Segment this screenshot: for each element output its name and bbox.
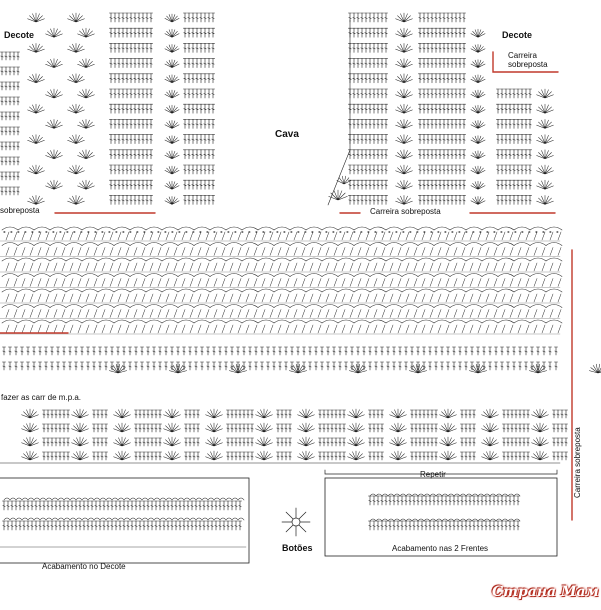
label-repetir: Repetir	[420, 470, 446, 479]
label-carreira-sobreposta-vertical: Carreira sobreposta	[573, 427, 582, 498]
label-fazer-carr: fazer as carr de m.p.a.	[1, 393, 82, 402]
label-cava: Cava	[275, 129, 299, 140]
button-motif	[291, 517, 301, 527]
label-decote-left: Decote	[4, 30, 35, 40]
label-decote-right: Decote	[502, 30, 533, 40]
watermark-logo: Страна Мам	[492, 584, 599, 600]
label-carreira-sobreposta-small: Carreira sobreposta	[508, 51, 548, 69]
label-carreira-sobreposta-mid: Carreira sobreposta	[370, 207, 441, 216]
label-botoes: Botões	[282, 543, 313, 553]
acabamento-frentes-box	[324, 477, 558, 557]
acabamento-decote-box	[0, 477, 250, 564]
label-acabamento-frentes: Acabamento nas 2 Frentes	[392, 544, 489, 553]
label-sobreposta-left: sobreposta	[0, 206, 40, 215]
label-acabamento-decote: Acabamento no Decote	[42, 562, 126, 571]
